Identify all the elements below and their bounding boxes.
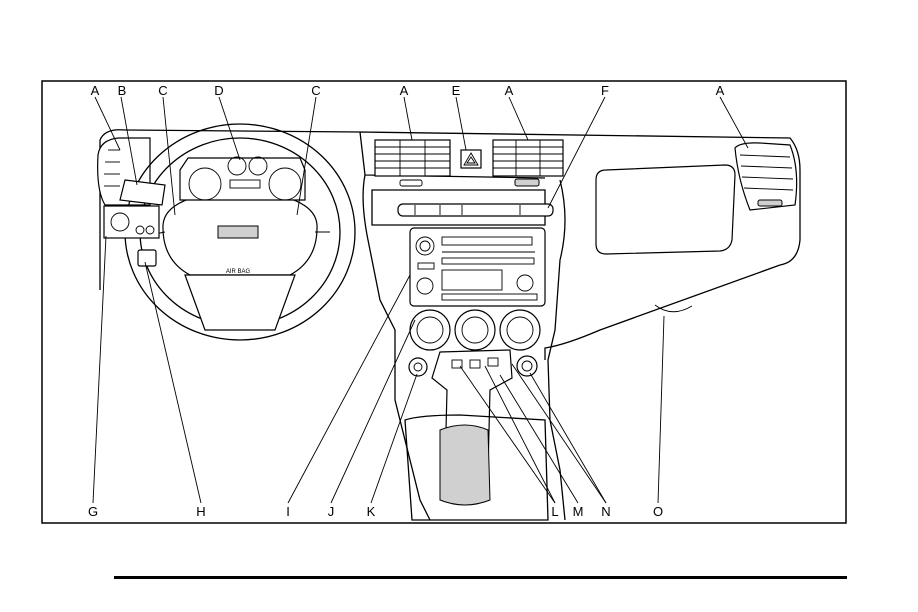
callout-l: L: [551, 504, 558, 519]
callout-a-2: A: [400, 83, 409, 98]
callout-o: O: [653, 504, 663, 519]
callout-j: J: [328, 504, 335, 519]
callout-d: D: [214, 83, 223, 98]
callout-k: K: [367, 504, 376, 519]
glovebox: [596, 165, 735, 254]
callout-a-3: A: [505, 83, 514, 98]
storage-strip: [398, 204, 553, 216]
callout-e: E: [452, 83, 461, 98]
callout-b: B: [118, 83, 127, 98]
callout-a-4: A: [716, 83, 725, 98]
callout-i: I: [286, 504, 290, 519]
airbag-text: AIR BAG: [226, 269, 251, 275]
hazard-switch[interactable]: [461, 150, 481, 168]
accessory-outlet-left[interactable]: [409, 358, 427, 376]
callout-c-2: C: [311, 83, 320, 98]
accessory-outlet-right[interactable]: [517, 356, 537, 376]
callout-g: G: [88, 504, 98, 519]
callout-m: M: [573, 504, 584, 519]
footer-rule: [114, 576, 847, 579]
climate-controls[interactable]: [410, 310, 540, 350]
callout-h: H: [196, 504, 205, 519]
callout-f: F: [601, 83, 609, 98]
callout-c-1: C: [158, 83, 167, 98]
callout-a-1: A: [91, 83, 100, 98]
callout-n: N: [601, 504, 610, 519]
instrument-cluster: [180, 157, 305, 200]
radio[interactable]: [410, 228, 545, 306]
